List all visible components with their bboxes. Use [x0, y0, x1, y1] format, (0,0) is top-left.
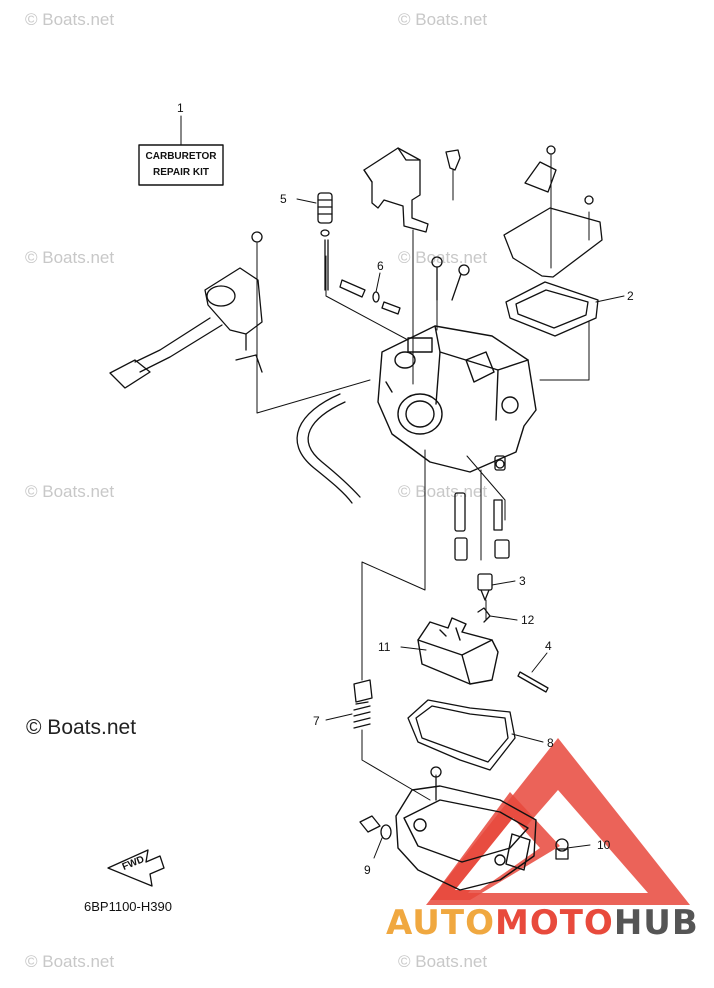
callout-7: 7 [313, 714, 320, 728]
callout-2: 2 [627, 289, 634, 303]
small-screws [430, 256, 505, 801]
watermark: © Boats.net [25, 10, 115, 29]
leader-lines [180, 115, 625, 859]
brand-part-hub: HUB [613, 903, 699, 943]
callout-4: 4 [545, 639, 552, 653]
screw-10 [555, 838, 569, 860]
needle-valve-3 [477, 573, 493, 601]
callout-1: 1 [177, 101, 184, 115]
watermark: © Boats.net [398, 248, 488, 267]
automotohub-brand: AUTOMOTOHUB [386, 903, 699, 943]
callout-12: 12 [521, 613, 535, 627]
brand-part-moto: MOTO [494, 903, 614, 943]
pin-4 [517, 671, 549, 693]
callout-9: 9 [364, 863, 371, 877]
float-11 [417, 617, 499, 685]
carburetor-repair-kit-box [138, 144, 224, 186]
needle-valve-5 [317, 192, 333, 291]
float-bowl [395, 785, 537, 891]
o-ring-6 [339, 279, 401, 315]
callout-11: 11 [378, 640, 391, 654]
watermark: © Boats.net [25, 482, 115, 501]
clip-12 [477, 607, 491, 623]
watermark: © Boats.net [25, 248, 115, 267]
watermark: © Boats.net [398, 952, 488, 971]
callout-3: 3 [519, 574, 526, 588]
callout-8: 8 [547, 736, 554, 750]
choke-solenoid [109, 231, 263, 389]
watermark: © Boats.net [398, 10, 488, 29]
fwd-arrow-icon [107, 849, 165, 887]
spring-7 [353, 679, 373, 729]
callout-5: 5 [280, 192, 287, 206]
brand-part-auto: AUTO [386, 903, 495, 943]
throttle-bracket [363, 147, 461, 233]
top-cover-plate [503, 145, 603, 278]
drain-screw-9 [359, 815, 392, 840]
callout-6: 6 [377, 259, 384, 273]
watermark-large: © Boats.net [26, 716, 137, 739]
callout-10: 10 [597, 838, 611, 852]
automotohub-logo-icon [426, 738, 690, 905]
watermark: © Boats.net [25, 952, 115, 971]
carburetor-body [377, 325, 537, 473]
kit-label-line1: CARBURETOR [145, 151, 217, 162]
fuel-hose [296, 393, 361, 504]
kit-label-line2: REPAIR KIT [153, 167, 209, 178]
main-jets [454, 455, 510, 561]
float-chamber-gasket-8 [407, 699, 516, 771]
diagram-code: 6BP1100-H390 [84, 899, 172, 914]
gasket-2 [505, 281, 599, 337]
